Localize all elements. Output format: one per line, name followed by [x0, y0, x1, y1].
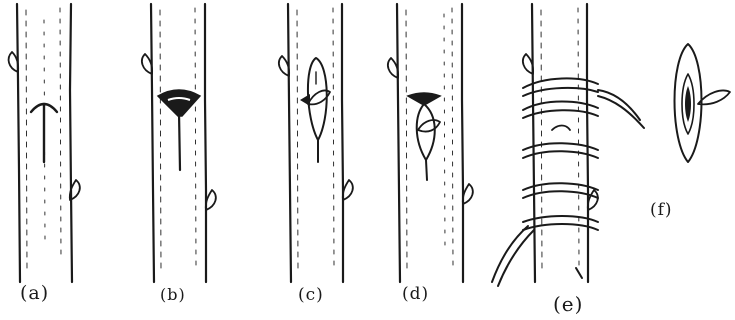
panel-c-lower-bud	[343, 180, 353, 200]
panel-a-drawing	[9, 4, 80, 282]
panel-e-label: (e)	[553, 292, 583, 316]
panel-d-closed-flaps	[408, 93, 440, 180]
panel-b-drawing	[142, 4, 216, 282]
panel-d-label: (d)	[402, 284, 429, 304]
panel-d-stem	[397, 4, 463, 282]
panel-f-label: (f)	[650, 200, 673, 220]
panel-d-lower-bud	[463, 184, 473, 204]
panel-b-lower-bud	[206, 190, 216, 210]
panel-e-lower-bud	[588, 190, 598, 210]
panel-f-bud-shield	[675, 44, 731, 162]
panel-c-label: (c)	[298, 285, 324, 305]
panel-b-opened-flaps	[158, 90, 200, 170]
panel-e-drawing	[492, 4, 644, 286]
panel-a-t-cut	[31, 104, 57, 162]
panel-c-bud-shield	[300, 58, 330, 162]
panel-e-raffia-wrap	[492, 78, 644, 286]
panel-a-label: (a)	[20, 282, 49, 304]
panel-d-drawing	[388, 4, 473, 282]
panel-f-drawing	[675, 44, 731, 162]
panel-c-stem	[288, 4, 343, 282]
panel-b-label: (b)	[160, 285, 186, 304]
panel-c-drawing	[279, 4, 353, 282]
